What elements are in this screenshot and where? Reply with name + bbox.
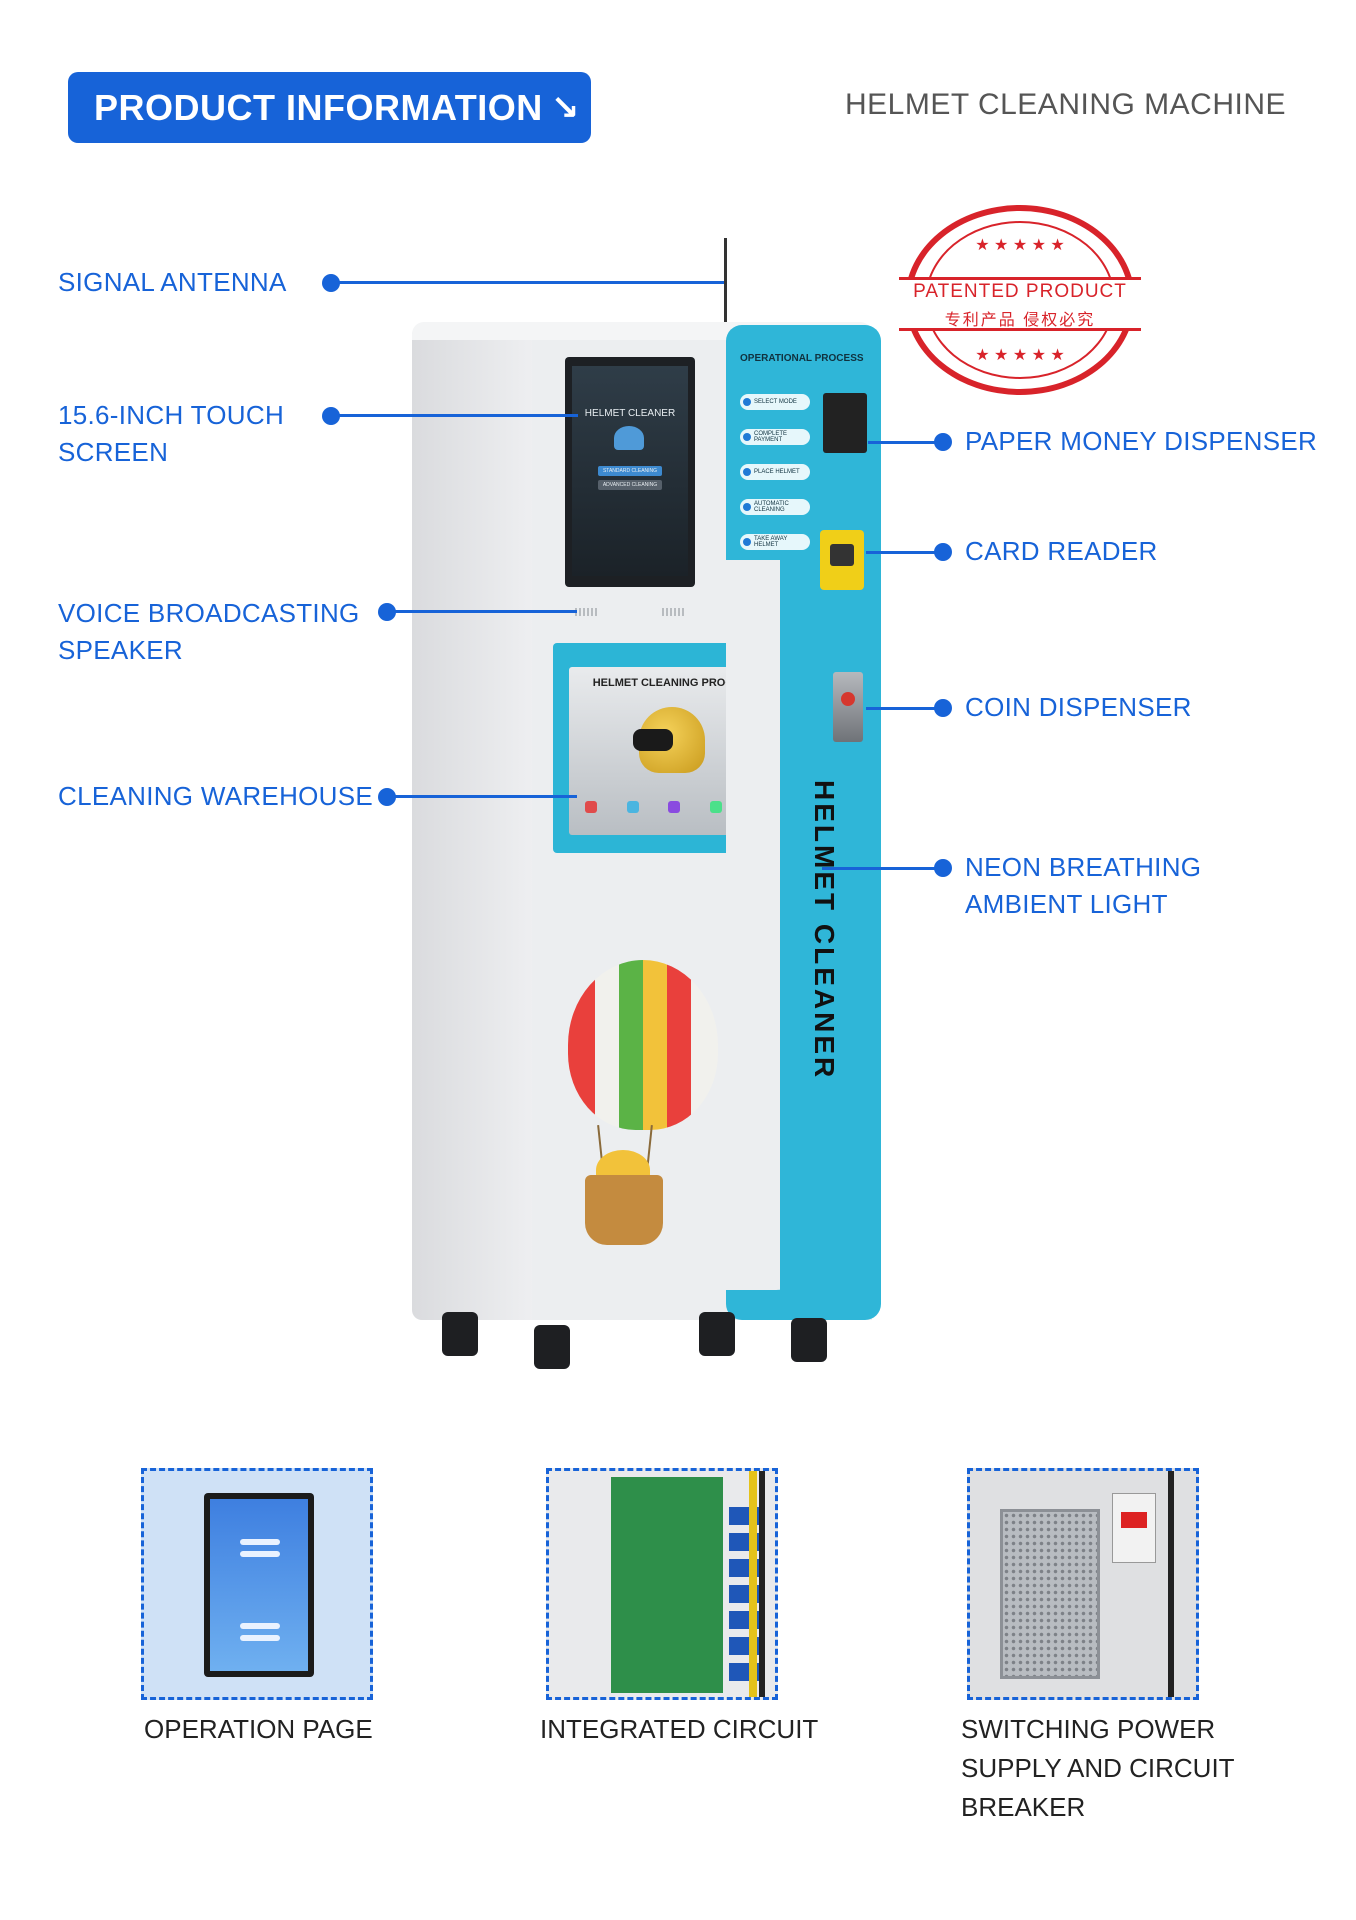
coin-acceptor[interactable]: [833, 672, 863, 742]
process-step-icon: [626, 801, 639, 813]
paper-money-slot[interactable]: [823, 393, 867, 453]
step-automatic-cleaning: AUTOMATIC CLEANING: [740, 499, 810, 515]
hot-air-balloon-graphic: [568, 960, 718, 1130]
breaker-switch: [1121, 1512, 1147, 1528]
helmet-logo-icon: [614, 426, 644, 450]
helmet-visor: [633, 729, 673, 751]
screen-title: HELMET CLEANER: [584, 408, 676, 419]
callout-line: [822, 867, 940, 870]
caption-switching-power-line1: SWITCHING POWER: [961, 1714, 1216, 1744]
label-voice-speaker-line1: VOICE BROADCASTING: [58, 598, 360, 628]
label-voice-speaker: VOICE BROADCASTING SPEAKER: [58, 595, 360, 669]
label-neon-light: NEON BREATHING AMBIENT LIGHT: [965, 849, 1201, 923]
step-place-helmet: PLACE HELMET: [740, 464, 810, 480]
callout-dot: [322, 407, 340, 425]
caster-wheel: [442, 1312, 478, 1356]
phone-option: [240, 1539, 280, 1545]
phone-option: [240, 1623, 280, 1629]
label-card-reader: CARD READER: [965, 536, 1158, 566]
caption-switching-power-line2: SUPPLY AND CIRCUIT: [961, 1753, 1235, 1783]
stamp-text-chinese: 专利产品 侵权必究: [944, 312, 1096, 329]
callout-dot: [322, 274, 340, 292]
stamp-stars-bottom-icon: ★ ★ ★ ★ ★: [975, 347, 1065, 364]
stamp-stars-top-icon: ★ ★ ★ ★ ★: [975, 237, 1065, 254]
speaker-grille-right: [662, 608, 684, 616]
caster-wheel: [699, 1312, 735, 1356]
label-cleaning-warehouse: CLEANING WAREHOUSE: [58, 781, 374, 811]
callout-line: [394, 610, 577, 613]
callout-line: [866, 707, 940, 710]
thumb-integrated-circuit: [546, 1468, 778, 1700]
label-touch-screen-line1: 15.6-INCH TOUCH: [58, 400, 285, 430]
callout-line: [866, 551, 940, 554]
card-reader-device[interactable]: [820, 530, 864, 590]
callout-dot: [378, 788, 396, 806]
phone-screen: [210, 1499, 308, 1671]
step-select-mode: SELECT MODE: [740, 394, 810, 410]
thumb-operation-page: [141, 1468, 373, 1700]
process-step-icon: [668, 801, 680, 813]
step-complete-payment: COMPLETE PAYMENT: [740, 429, 810, 445]
touch-screen-display: HELMET CLEANER STANDARD CLEANING ADVANCE…: [572, 366, 688, 576]
screen-standard-button[interactable]: STANDARD CLEANING: [598, 466, 662, 476]
label-touch-screen-line2: SCREEN: [58, 437, 169, 467]
badge-label: PRODUCT INFORMATION: [94, 86, 543, 128]
caster-wheel: [791, 1318, 827, 1362]
stamp-band: [899, 277, 1141, 331]
screen-advanced-button[interactable]: ADVANCED CLEANING: [598, 480, 662, 490]
label-touch-screen: 15.6-INCH TOUCH SCREEN: [58, 397, 284, 471]
caption-switching-power: SWITCHING POWER SUPPLY AND CIRCUIT BREAK…: [961, 1710, 1235, 1827]
circuit-breaker: [1112, 1493, 1156, 1563]
thumb-switching-power: [967, 1468, 1199, 1700]
cable: [749, 1471, 757, 1697]
machine-side-panel: [412, 325, 534, 1320]
front-panel-curve: [726, 560, 780, 1290]
process-step-icon: [585, 801, 597, 813]
caption-switching-power-line3: BREAKER: [961, 1792, 1086, 1822]
machine-vertical-brand: HELMET CLEANER: [809, 780, 840, 1081]
caption-integrated-circuit: INTEGRATED CIRCUIT: [540, 1714, 819, 1744]
step-take-away-helmet: TAKE AWAY HELMET: [740, 534, 810, 550]
antenna-rod: [724, 238, 727, 328]
product-information-badge: PRODUCT INFORMATION ↘: [68, 72, 591, 143]
power-supply-unit: [1000, 1509, 1100, 1679]
callout-line: [868, 441, 940, 444]
label-neon-light-line2: AMBIENT LIGHT: [965, 889, 1168, 919]
process-step-icon: [709, 801, 722, 813]
panel-title: OPERATIONAL PROCESS: [740, 353, 864, 364]
phone-option: [240, 1551, 280, 1557]
caster-wheel: [534, 1325, 570, 1369]
card-slot-icon: [830, 544, 854, 566]
label-coin-dispenser: COIN DISPENSER: [965, 692, 1192, 722]
circuit-board: [611, 1477, 759, 1693]
page-subtitle: HELMET CLEANING MACHINE: [844, 88, 1286, 121]
callout-dot: [934, 543, 952, 561]
cable: [759, 1471, 765, 1697]
warehouse-title: HELMET CLEANING PROCESS: [592, 677, 756, 689]
cable: [1168, 1471, 1174, 1697]
arrow-down-right-icon: ↘: [550, 88, 580, 127]
callout-dot: [934, 699, 952, 717]
label-neon-light-line1: NEON BREATHING: [965, 852, 1202, 882]
callout-dot: [934, 433, 952, 451]
callout-dot: [378, 603, 396, 621]
callout-line: [394, 795, 577, 798]
coin-return-icon: [841, 692, 855, 706]
phone-mockup: [204, 1493, 314, 1677]
label-paper-money: PAPER MONEY DISPENSER: [965, 426, 1318, 456]
callout-dot: [934, 859, 952, 877]
callout-line: [338, 414, 578, 417]
label-signal-antenna: SIGNAL ANTENNA: [58, 267, 287, 297]
phone-option: [240, 1635, 280, 1641]
label-voice-speaker-line2: SPEAKER: [58, 635, 183, 665]
speaker-grille-left: [575, 608, 597, 616]
caption-operation-page: OPERATION PAGE: [144, 1714, 373, 1744]
stamp-text-patented: PATENTED PRODUCT: [913, 281, 1127, 302]
balloon-basket: [585, 1175, 663, 1245]
patent-stamp: ★ ★ ★ ★ ★ PATENTED PRODUCT 专利产品 侵权必究 ★ ★…: [899, 205, 1141, 395]
callout-line: [338, 281, 724, 284]
